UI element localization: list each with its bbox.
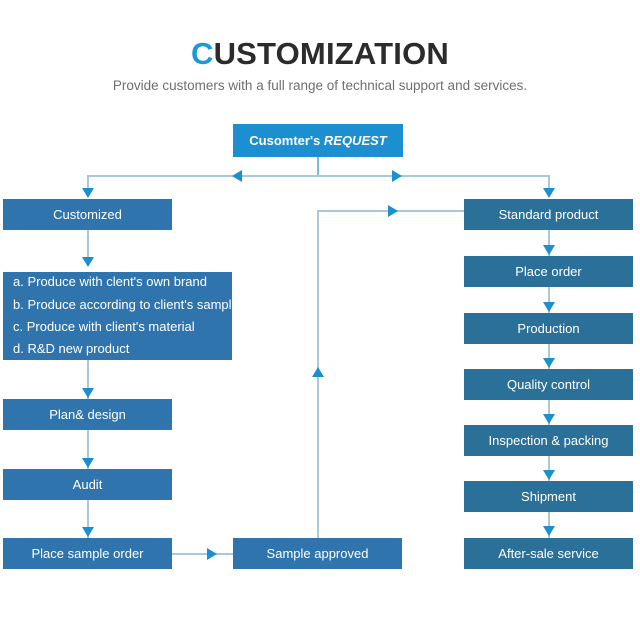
arrowhead-to-place-sample-order xyxy=(82,527,94,537)
arrowhead-split-left xyxy=(232,170,242,182)
node-standard-product-label: Standard product xyxy=(498,206,599,222)
connector-right-6 xyxy=(548,512,550,538)
connector-right-4 xyxy=(548,400,550,426)
request-emphasis: REQUEST xyxy=(323,132,387,148)
node-custom-options[interactable]: a. Produce with clent's own brand b. Pro… xyxy=(3,272,239,360)
list-item: d. R&D new product xyxy=(13,341,130,357)
node-inspection-packing-label: Inspection & packing xyxy=(488,432,609,448)
node-shipment-label: Shipment xyxy=(521,488,576,504)
page-title-accent: C xyxy=(190,36,214,71)
arrowhead-to-customized xyxy=(82,188,94,198)
node-plan-design[interactable]: Plan& design xyxy=(3,399,172,430)
connector-audit-to-sample-order xyxy=(87,500,89,538)
connector-plan-to-audit xyxy=(87,430,89,469)
node-place-sample-order[interactable]: Place sample order xyxy=(3,538,172,569)
node-quality-control-label: Quality control xyxy=(506,376,591,392)
arrowhead-to-production xyxy=(543,302,555,312)
arrowhead-return-into-standard-product xyxy=(388,205,398,217)
arrowhead-return-up xyxy=(312,367,324,377)
node-plan-design-label: Plan& design xyxy=(49,406,126,422)
node-customer-request-label: Cusomter's REQUEST xyxy=(249,133,386,149)
arrowhead-to-place-order xyxy=(543,245,555,255)
connector-options-to-plan xyxy=(87,360,89,399)
list-item: a. Produce with clent's own brand xyxy=(13,274,207,290)
node-sample-approved[interactable]: Sample approved xyxy=(233,538,402,569)
node-sample-approved-label: Sample approved xyxy=(266,545,369,561)
node-standard-product[interactable]: Standard product xyxy=(464,199,633,230)
node-place-sample-order-label: Place sample order xyxy=(31,545,144,561)
page-title: CUSTOMIZATION xyxy=(0,36,640,72)
node-quality-control[interactable]: Quality control xyxy=(464,369,633,400)
arrowhead-to-standard-product xyxy=(543,188,555,198)
arrowhead-to-after-sale-service xyxy=(543,526,555,536)
node-after-sale-service[interactable]: After-sale service xyxy=(464,538,633,569)
arrowhead-to-inspection-packing xyxy=(543,414,555,424)
page-subtitle: Provide customers with a full range of t… xyxy=(112,78,528,93)
connector-sample-order-to-approved xyxy=(172,553,233,555)
connector-customized-to-options xyxy=(87,230,89,262)
arrowhead-to-quality-control xyxy=(543,358,555,368)
node-inspection-packing[interactable]: Inspection & packing xyxy=(464,425,633,456)
connector-split-bar xyxy=(88,175,550,177)
node-after-sale-service-label: After-sale service xyxy=(498,545,599,561)
page-title-rest: USTOMIZATION xyxy=(213,36,450,71)
list-item: c. Produce with client's material xyxy=(13,319,195,334)
connector-right-1 xyxy=(548,230,550,256)
arrowhead-split-right xyxy=(392,170,402,182)
list-item: b. Produce according to client's sample xyxy=(13,296,239,312)
arrowhead-to-sample-approved xyxy=(207,548,217,560)
connector-right-5 xyxy=(548,456,550,482)
connector-split-drop-right xyxy=(548,175,550,189)
arrowhead-to-shipment xyxy=(543,470,555,480)
node-production-label: Production xyxy=(517,320,580,336)
node-customized-label: Customized xyxy=(53,206,122,222)
node-customer-request[interactable]: Cusomter's REQUEST xyxy=(233,124,403,157)
node-customized[interactable]: Customized xyxy=(3,199,172,230)
connector-root-stem xyxy=(317,157,319,176)
node-audit[interactable]: Audit xyxy=(3,469,172,500)
request-prefix: Cusomter's xyxy=(249,132,321,148)
node-audit-label: Audit xyxy=(72,476,103,492)
connector-split-drop-left xyxy=(87,175,89,189)
arrowhead-to-plan-design xyxy=(82,388,94,398)
node-place-order-label: Place order xyxy=(515,263,582,279)
arrowhead-to-audit xyxy=(82,458,94,468)
arrowhead-to-options xyxy=(82,257,94,267)
node-place-order[interactable]: Place order xyxy=(464,256,633,287)
node-shipment[interactable]: Shipment xyxy=(464,481,633,512)
connector-right-3 xyxy=(548,344,550,370)
node-production[interactable]: Production xyxy=(464,313,633,344)
connector-right-2 xyxy=(548,287,550,313)
